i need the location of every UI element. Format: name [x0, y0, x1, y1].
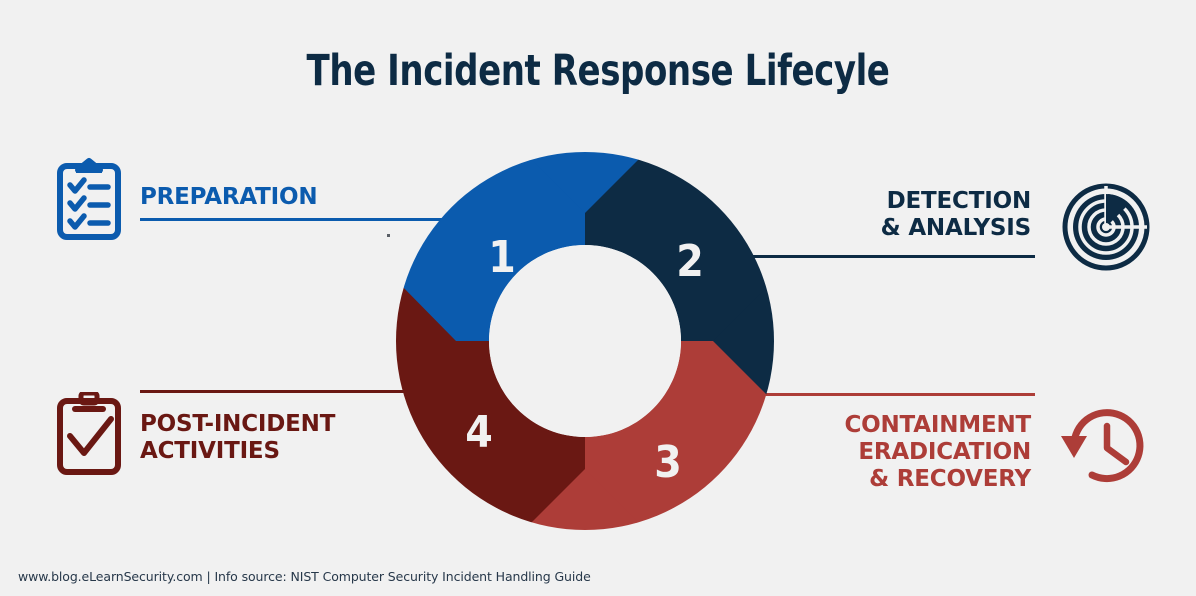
wheel-segment-3-arrow[interactable]	[524, 469, 646, 530]
stage-label-detection: DETECTION & ANALYSIS	[880, 188, 1032, 242]
speck-artifact	[387, 234, 390, 237]
incident-response-cycle-donut: 1 2 3 4	[396, 152, 774, 530]
stage-label-preparation: PREPARATION	[140, 184, 318, 210]
page-title: The Incident Response Lifecyle	[306, 46, 890, 96]
footer-source-text: www.blog.eLearnSecurity.com | Info sourc…	[18, 569, 591, 584]
donut-hole	[489, 245, 681, 437]
wheel-number-1: 1	[488, 232, 516, 283]
radar-icon	[1062, 183, 1150, 275]
connector-line-containment	[752, 393, 1035, 396]
wheel-number-2: 2	[676, 236, 704, 287]
clock-rotate-back-icon	[1054, 400, 1150, 496]
wheel-number-3: 3	[654, 437, 682, 488]
connector-line-detection	[730, 255, 1035, 258]
stage-label-post-incident: POST-INCIDENT ACTIVITIES	[140, 411, 336, 465]
clipboard-check-icon	[56, 390, 122, 480]
wheel-segment-4-arrow-overlay[interactable]	[396, 280, 456, 402]
stage-label-containment: CONTAINMENT ERADICATION & RECOVERY	[844, 412, 1031, 493]
wheel-segment-1-arrow-overlay[interactable]	[524, 152, 646, 213]
wheel-segment-2-arrow-overlay[interactable]	[713, 280, 774, 402]
connector-line-post-incident	[140, 390, 440, 393]
clipboard-checklist-icon	[56, 157, 122, 245]
wheel-number-4: 4	[465, 407, 493, 458]
connector-line-preparation	[140, 218, 452, 221]
